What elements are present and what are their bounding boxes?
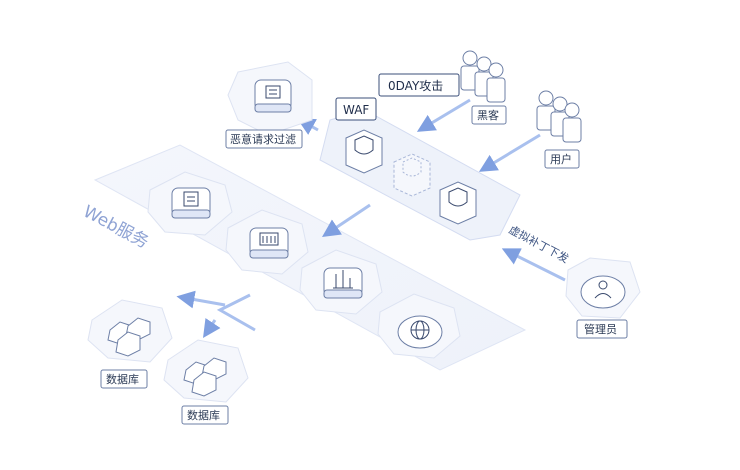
arrow-waf-to-web bbox=[322, 203, 371, 237]
admin-label-box bbox=[576, 319, 628, 339]
waf-center-node bbox=[393, 153, 431, 197]
arrow-to-db1 bbox=[176, 290, 226, 309]
db2-label: 数据库 bbox=[187, 408, 220, 422]
hacker-label-box bbox=[471, 105, 507, 125]
zero-day-bubble bbox=[378, 73, 460, 97]
people-group-icon bbox=[460, 50, 506, 103]
zero-day-label: 0DAY攻击 bbox=[388, 79, 443, 93]
hexagon-cluster-icon bbox=[107, 317, 151, 357]
database-rack-icon bbox=[259, 232, 279, 246]
db1-label: 数据库 bbox=[106, 372, 139, 386]
hacker-label: 黑客 bbox=[477, 108, 499, 122]
admin-node bbox=[565, 257, 641, 319]
arrow-user-to-waf bbox=[478, 133, 541, 172]
arrows bbox=[176, 98, 566, 338]
waf-right-node bbox=[439, 181, 477, 225]
filter-node bbox=[227, 61, 313, 136]
filter-label: 恶意请求过滤 bbox=[230, 132, 296, 146]
shield-icon bbox=[354, 135, 374, 155]
web-node-1 bbox=[147, 171, 233, 236]
db-node-1 bbox=[87, 299, 173, 363]
db2-label-box bbox=[181, 405, 229, 425]
document-icon bbox=[183, 191, 199, 207]
db1-label-box bbox=[100, 369, 148, 389]
person-icon bbox=[594, 280, 612, 299]
shield-dashed-icon bbox=[402, 157, 422, 177]
globe-icon bbox=[410, 320, 430, 340]
user-group bbox=[536, 90, 582, 143]
shield-icon bbox=[448, 187, 468, 207]
bar-chart-icon bbox=[333, 270, 353, 289]
db-branch-connector bbox=[216, 293, 256, 332]
web-node-4 bbox=[377, 293, 461, 359]
web-node-3 bbox=[299, 249, 383, 315]
hexagon-cluster-icon bbox=[183, 357, 227, 397]
people-group-icon bbox=[536, 90, 582, 143]
db-node-2 bbox=[163, 339, 249, 403]
web-node-2 bbox=[225, 209, 309, 275]
user-label-box bbox=[544, 149, 580, 169]
web-service-title: Web服务 bbox=[80, 202, 152, 253]
waf-bubble bbox=[335, 97, 377, 121]
user-label: 用户 bbox=[550, 152, 572, 166]
arrow-to-db2 bbox=[203, 318, 221, 338]
arrow-admin-patch bbox=[501, 248, 566, 282]
hacker-group bbox=[460, 50, 506, 103]
admin-label: 管理员 bbox=[584, 322, 617, 336]
waf-left-node bbox=[345, 129, 383, 174]
waf-label: WAF bbox=[343, 103, 369, 117]
document-box-icon bbox=[265, 85, 281, 99]
filter-label-box bbox=[225, 129, 303, 149]
arrow-hacker-to-waf bbox=[416, 98, 471, 132]
patch-label: 虚拟补丁下发 bbox=[507, 222, 572, 265]
